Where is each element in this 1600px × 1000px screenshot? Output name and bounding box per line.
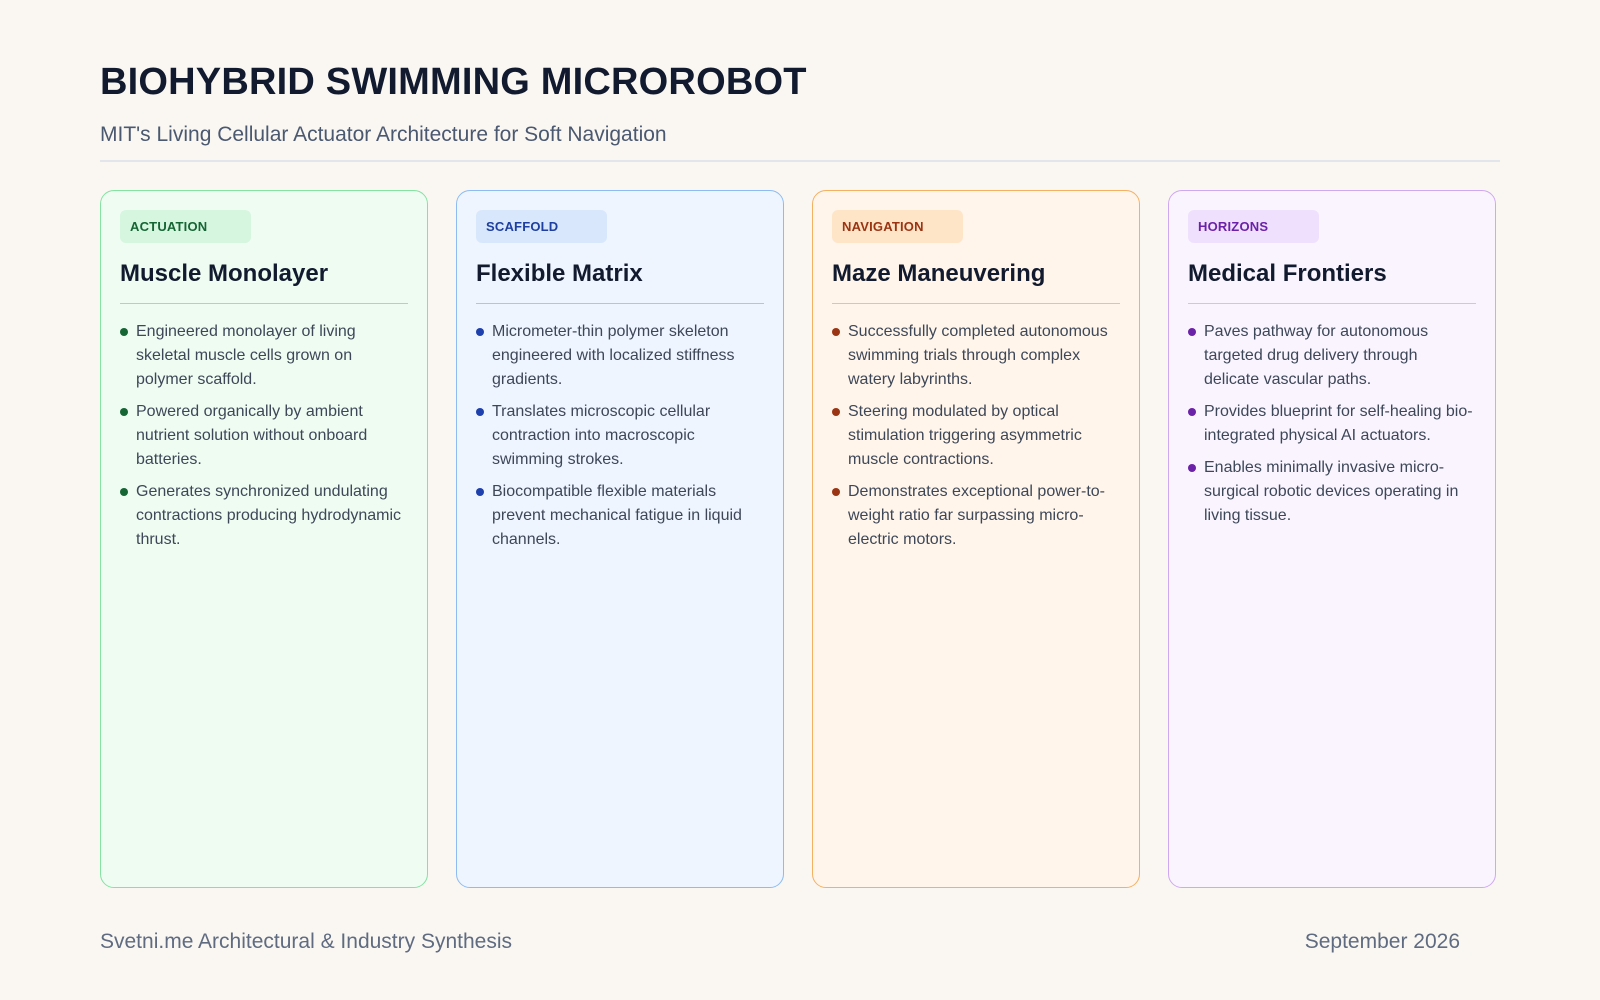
bullet-text: Generates synchronized undulating contra… xyxy=(136,483,402,548)
bullet-text: Provides blueprint for self-healing bio-… xyxy=(1204,403,1473,444)
bullet-text: Enables minimally invasive micro-surgica… xyxy=(1204,459,1459,524)
bullet-dot-icon xyxy=(120,408,128,416)
page-subtitle: MIT's Living Cellular Actuator Architect… xyxy=(100,123,667,146)
card-divider xyxy=(1188,303,1476,304)
bullet-dot-icon xyxy=(476,488,484,496)
card-navigation: NAVIGATION Maze Maneuvering Successfully… xyxy=(812,190,1140,888)
bullet-item: Steering modulated by optical stimulatio… xyxy=(832,400,1120,472)
bullet-text: Powered organically by ambient nutrient … xyxy=(136,403,368,468)
bullet-item: Demonstrates exceptional power-to-weight… xyxy=(832,480,1120,552)
footer-date: September 2026 xyxy=(1304,930,1460,953)
card-divider xyxy=(120,303,408,304)
bullet-dot-icon xyxy=(476,328,484,336)
bullet-dot-icon xyxy=(120,488,128,496)
card-grid: ACTUATION Muscle Monolayer Engineered mo… xyxy=(100,190,1500,890)
bullet-dot-icon xyxy=(1188,464,1196,472)
bullet-list: Micrometer-thin polymer skeleton enginee… xyxy=(476,320,764,552)
bullet-dot-icon xyxy=(832,488,840,496)
bullet-dot-icon xyxy=(476,408,484,416)
page-title: BIOHYBRID SWIMMING MICROROBOT xyxy=(100,61,807,103)
bullet-text: Demonstrates exceptional power-to-weight… xyxy=(848,483,1106,548)
header: BIOHYBRID SWIMMING MICROROBOT MIT's Livi… xyxy=(100,58,1500,148)
bullet-text: Steering modulated by optical stimulatio… xyxy=(848,403,1082,468)
card-title: Muscle Monolayer xyxy=(120,260,329,287)
bullet-text: Paves pathway for autonomous targeted dr… xyxy=(1204,323,1429,388)
bullet-item: Biocompatible flexible materials prevent… xyxy=(476,480,764,552)
bullet-dot-icon xyxy=(832,408,840,416)
bullet-item: Successfully completed autonomous swimmi… xyxy=(832,320,1120,392)
bullet-dot-icon xyxy=(1188,408,1196,416)
card-scaffold: SCAFFOLD Flexible Matrix Micrometer-thin… xyxy=(456,190,784,888)
bullet-item: Enables minimally invasive micro-surgica… xyxy=(1188,456,1476,528)
header-divider xyxy=(100,160,1500,162)
bullet-dot-icon xyxy=(120,328,128,336)
bullet-text: Micrometer-thin polymer skeleton enginee… xyxy=(492,323,735,388)
bullet-dot-icon xyxy=(832,328,840,336)
footer-source: Svetni.me Architectural & Industry Synth… xyxy=(100,930,513,953)
bullet-item: Provides blueprint for self-healing bio-… xyxy=(1188,400,1476,448)
card-divider xyxy=(476,303,764,304)
card-divider xyxy=(832,303,1120,304)
bullet-item: Micrometer-thin polymer skeleton enginee… xyxy=(476,320,764,392)
bullet-item: Paves pathway for autonomous targeted dr… xyxy=(1188,320,1476,392)
card-title: Medical Frontiers xyxy=(1188,260,1387,287)
bullet-list: Paves pathway for autonomous targeted dr… xyxy=(1188,320,1476,528)
card-tag: HORIZONS xyxy=(1188,210,1319,243)
bullet-item: Powered organically by ambient nutrient … xyxy=(120,400,408,472)
bullet-text: Biocompatible flexible materials prevent… xyxy=(492,483,742,548)
bullet-item: Engineered monolayer of living skeletal … xyxy=(120,320,408,392)
bullet-text: Translates microscopic cellular contract… xyxy=(492,403,711,468)
card-actuation: ACTUATION Muscle Monolayer Engineered mo… xyxy=(100,190,428,888)
card-tag: NAVIGATION xyxy=(832,210,963,243)
bullet-item: Translates microscopic cellular contract… xyxy=(476,400,764,472)
bullet-text: Successfully completed autonomous swimmi… xyxy=(848,323,1108,388)
bullet-list: Successfully completed autonomous swimmi… xyxy=(832,320,1120,552)
card-horizons: HORIZONS Medical Frontiers Paves pathway… xyxy=(1168,190,1496,888)
card-title: Maze Maneuvering xyxy=(832,260,1046,287)
bullet-text: Engineered monolayer of living skeletal … xyxy=(136,323,356,388)
bullet-dot-icon xyxy=(1188,328,1196,336)
bullet-list: Engineered monolayer of living skeletal … xyxy=(120,320,408,552)
card-tag: ACTUATION xyxy=(120,210,251,243)
bullet-item: Generates synchronized undulating contra… xyxy=(120,480,408,552)
card-tag: SCAFFOLD xyxy=(476,210,607,243)
card-title: Flexible Matrix xyxy=(476,260,643,287)
